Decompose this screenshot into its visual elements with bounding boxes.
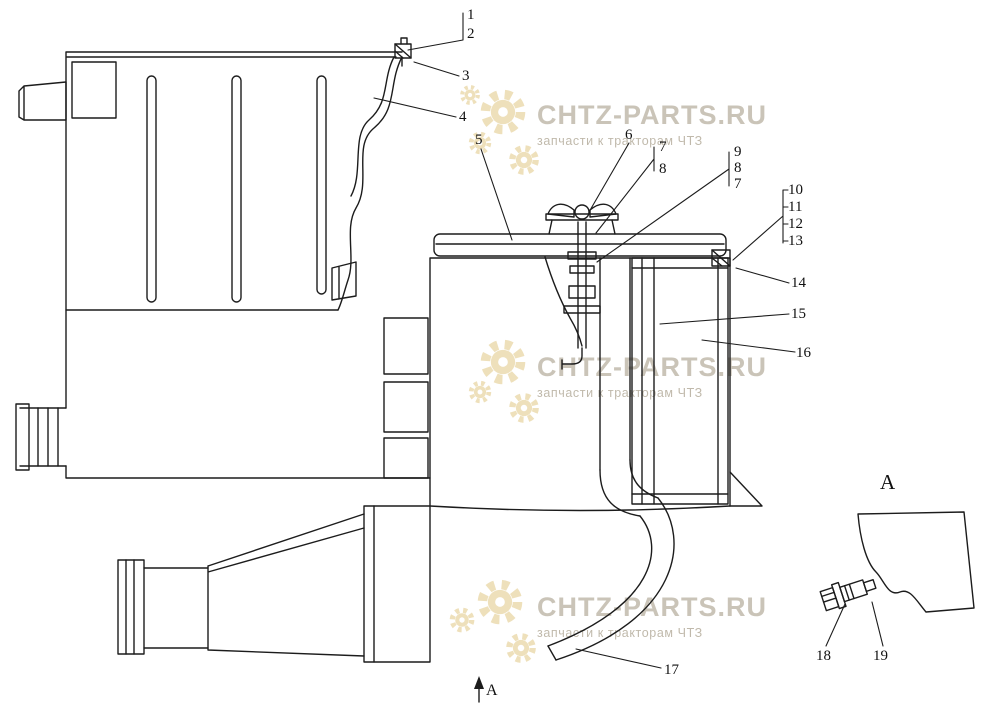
wing-bolt-assembly	[544, 203, 619, 370]
callout-2: 2	[467, 26, 475, 42]
callout-6: 6	[625, 127, 633, 143]
callout-5: 5	[475, 132, 483, 148]
callout-15: 15	[791, 306, 806, 322]
callout-7: 7	[659, 139, 667, 155]
lower-housing	[15, 309, 431, 479]
callout-14: 14	[791, 275, 806, 291]
filter-element	[631, 249, 731, 505]
air-cleaner-body	[383, 233, 763, 512]
callout-13: 13	[788, 233, 803, 249]
callout-4: 4	[459, 109, 467, 125]
callout-3: 3	[462, 68, 470, 84]
cyclone-precleaner	[117, 505, 431, 663]
section-arrow	[474, 676, 484, 703]
callout-12: 12	[788, 216, 803, 232]
callout-9: 9	[734, 144, 742, 160]
outlet-pipe	[547, 257, 675, 661]
callout-1: 1	[467, 7, 475, 23]
leader-lines	[373, 12, 884, 669]
callout-8: 8	[659, 161, 667, 177]
detail-view-label: A	[880, 470, 896, 494]
callout-10: 10	[788, 182, 803, 198]
callout-7b: 7	[734, 176, 742, 192]
top-clamp	[394, 37, 412, 67]
callout-16: 16	[796, 345, 811, 361]
callout-11: 11	[788, 199, 803, 215]
callout-17: 17	[664, 662, 679, 678]
callout-8b: 8	[734, 160, 742, 176]
tank-housing	[18, 51, 403, 311]
detail-view-a	[819, 511, 975, 613]
section-arrow-label: A	[486, 682, 498, 699]
callout-19: 19	[873, 648, 888, 664]
callout-18: 18	[816, 648, 831, 664]
